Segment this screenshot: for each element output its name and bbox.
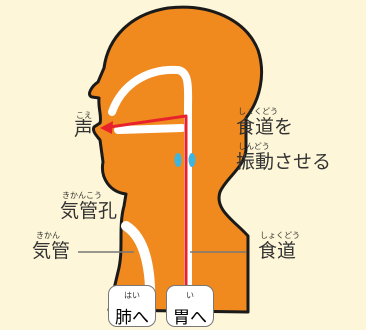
trachea-ruby: きかん: [36, 231, 60, 240]
to-stomach-text: 胃へ: [173, 308, 207, 328]
voice-path: [109, 114, 188, 296]
to-lungs-ruby: はい: [124, 291, 140, 300]
vibration-dot-left: [174, 153, 182, 167]
nostril-ruby: きかんこう: [62, 191, 102, 200]
nostril-text: 気管孔: [60, 200, 118, 222]
voice-text: 声: [74, 118, 94, 140]
nostril-label: きかんこう 気管孔: [60, 192, 117, 221]
mouth-passage: [114, 124, 186, 134]
trachea-label: きかん 気管: [32, 232, 70, 261]
to-lungs-box: はい 肺へ: [108, 285, 156, 328]
vibrate-line-2: 振動させる: [236, 151, 332, 173]
to-lungs-text: 肺へ: [115, 308, 149, 328]
vibrate-line-1: 食道を: [236, 116, 294, 138]
vibrate-ruby-2: しんどう: [238, 142, 270, 151]
to-stomach-ruby: い: [186, 291, 194, 300]
esophagus-ruby: しょくどう: [260, 231, 300, 240]
to-stomach-box: い 胃へ: [166, 285, 214, 328]
esophagus-text: 食道: [258, 240, 297, 262]
esophagus-label: しょくどう 食道: [258, 232, 300, 261]
vibration-dot-right: [188, 153, 196, 167]
voice-ruby: こえ: [76, 111, 92, 120]
vibrate-label: しょくどう 食道を しんどう 振動させる: [236, 108, 331, 172]
trachea-text: 気管: [32, 240, 71, 262]
voice-label: こえ 声: [74, 112, 93, 139]
vibrate-ruby-1: しょくどう: [238, 107, 278, 116]
voice-arrowhead: [100, 121, 113, 134]
airway-passage: [108, 65, 193, 300]
